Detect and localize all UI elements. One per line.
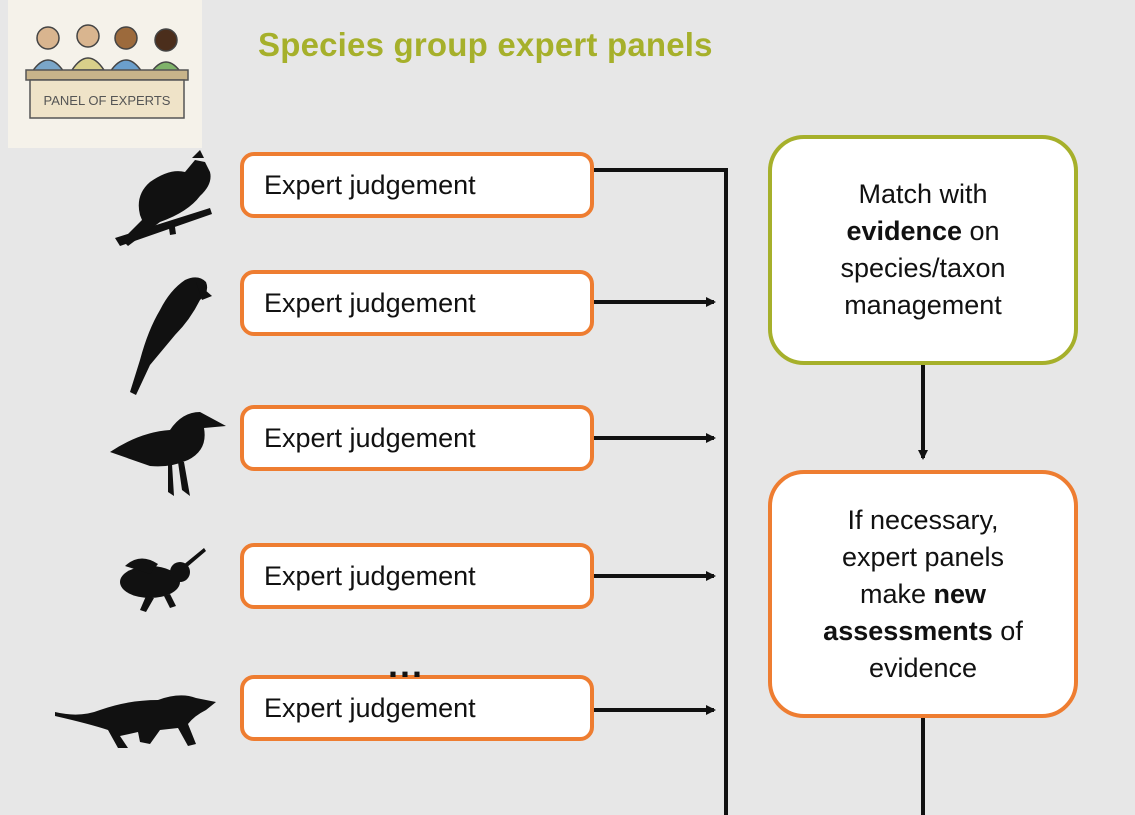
match-line-2: evidence on xyxy=(772,213,1074,250)
species-icons xyxy=(55,150,226,748)
new-line-5: evidence xyxy=(868,652,978,683)
new-bold: new xyxy=(933,578,987,609)
vertical-connector xyxy=(594,168,728,815)
parrot-icon xyxy=(130,277,212,395)
ellipsis: ... xyxy=(388,644,425,685)
mustelid-icon xyxy=(55,695,216,748)
new-assessment-box: If necessary, expert panels make new ass… xyxy=(768,470,1078,718)
new-line-2: expert panels xyxy=(841,541,1005,572)
new-line-3: make new xyxy=(772,576,1074,613)
match-line-1: Match with xyxy=(858,179,988,209)
new-line-4: assessments of xyxy=(772,613,1074,650)
assessments-bold: assessments xyxy=(823,615,993,646)
page-title: Species group expert panels xyxy=(258,26,713,63)
match-line-3: species/taxon xyxy=(840,253,1006,283)
new-line-3-pre: make xyxy=(859,578,934,609)
bird-perched-icon xyxy=(115,150,212,246)
new-line-4-rest: of xyxy=(992,615,1023,646)
match-evidence-box: Match with evidence on species/taxon man… xyxy=(768,135,1078,365)
expert-judgement-box: Expert judgement xyxy=(240,675,594,741)
expert-judgement-box: Expert judgement xyxy=(240,152,594,218)
panel-of-experts-image: PANEL OF EXPERTS xyxy=(8,0,202,148)
panel-sign-text: PANEL OF EXPERTS xyxy=(44,93,171,108)
bee-icon xyxy=(120,548,206,612)
match-line-4: management xyxy=(844,290,1002,320)
evidence-bold: evidence xyxy=(846,216,963,246)
match-line-2-rest: on xyxy=(962,216,1000,246)
expert-judgement-box: Expert judgement xyxy=(240,543,594,609)
expert-judgement-box: Expert judgement xyxy=(240,270,594,336)
new-line-1: If necessary, xyxy=(847,504,999,535)
wader-bird-icon xyxy=(110,412,226,496)
expert-judgement-box: Expert judgement xyxy=(240,405,594,471)
